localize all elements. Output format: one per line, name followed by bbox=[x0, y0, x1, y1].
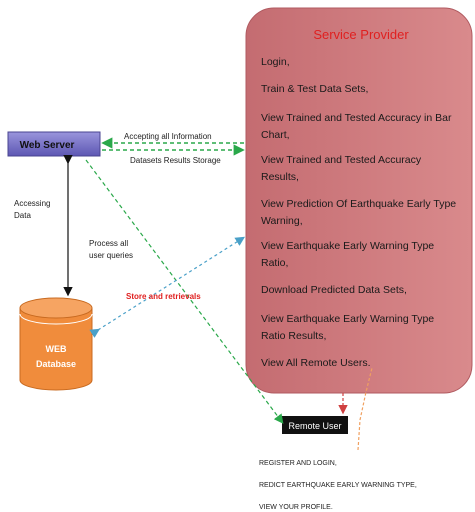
service-provider-item-3-line-2: Chart, bbox=[261, 129, 290, 141]
service-provider-item-4-line-1: View Trained and Tested Accuracy bbox=[261, 154, 422, 166]
service-provider-item-6-line-2: Ratio, bbox=[261, 257, 288, 269]
database-label-line2: Database bbox=[36, 359, 76, 369]
service-provider-title: Service Provider bbox=[313, 27, 409, 42]
service-provider-item-4-line-2: Results, bbox=[261, 171, 299, 183]
service-provider-item-1: Login, bbox=[261, 56, 290, 68]
service-provider-item-8-line-1: View Earthquake Early Warning Type bbox=[261, 313, 434, 325]
remote-user-action-predict: REDICT EARTHQUAKE EARLY WARNING TYPE, bbox=[259, 482, 417, 489]
service-provider-item-9: View All Remote Users. bbox=[261, 357, 371, 369]
service-provider-item-7: Download Predicted Data Sets, bbox=[261, 284, 407, 296]
remote-user-action-register: REGISTER AND LOGIN, bbox=[259, 460, 337, 467]
service-provider-item-8-line-2: Ratio Results, bbox=[261, 330, 326, 342]
label-store-and-retrievals: Store and retrievals bbox=[126, 292, 201, 301]
label-accepting-information: Accepting all Information bbox=[124, 132, 212, 141]
service-provider-item-2: Train & Test Data Sets, bbox=[261, 83, 368, 95]
label-process-queries-2: user queries bbox=[89, 251, 133, 260]
edge-remote-user-orange bbox=[357, 367, 373, 451]
edge-database-provider bbox=[89, 236, 246, 338]
label-accessing-data-2: Data bbox=[14, 211, 31, 220]
label-process-queries-1: Process all bbox=[89, 239, 128, 248]
web-server-box bbox=[7, 131, 101, 157]
database-label-line1: WEB bbox=[46, 344, 67, 354]
service-provider-item-5-line-1: View Prediction Of Earthquake Early Type bbox=[261, 198, 456, 210]
service-provider-box bbox=[245, 7, 473, 394]
web-database-cylinder bbox=[19, 297, 93, 391]
web-server-label: Web Server bbox=[20, 140, 75, 151]
service-provider-function-list: Login, Train & Test Data Sets, View Traine… bbox=[261, 56, 456, 369]
remote-user-action-profile: VIEW YOUR PROFILE. bbox=[259, 504, 333, 511]
service-provider-item-5-line-2: Warning, bbox=[261, 215, 303, 227]
label-accessing-data-1: Accessing bbox=[14, 199, 50, 208]
service-provider-item-6-line-1: View Earthquake Early Warning Type bbox=[261, 240, 434, 252]
remote-user-label: Remote User bbox=[288, 421, 341, 431]
label-datasets-results-storage: Datasets Results Storage bbox=[130, 156, 221, 165]
service-provider-item-3-line-1: View Trained and Tested Accuracy in Bar bbox=[261, 112, 452, 124]
remote-user-box bbox=[282, 416, 348, 434]
